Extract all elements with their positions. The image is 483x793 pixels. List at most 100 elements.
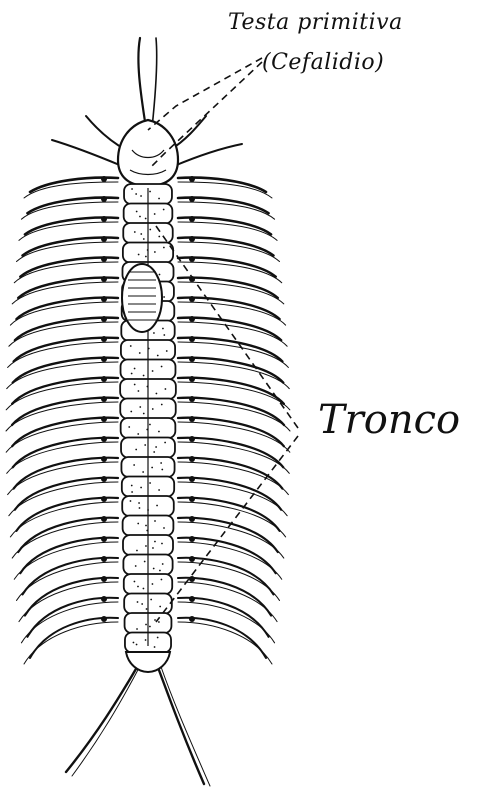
- texture-dot: [149, 482, 151, 484]
- texture-dot: [136, 550, 138, 552]
- texture-dot: [149, 229, 151, 231]
- texture-dot: [145, 545, 147, 547]
- head-label-line2: (Cefalidio): [262, 52, 384, 74]
- texture-dot: [150, 599, 152, 601]
- texture-dot: [154, 520, 156, 522]
- tail-end: [126, 652, 170, 672]
- leg-joint: [101, 496, 107, 502]
- texture-dot: [137, 586, 139, 588]
- leg-right: [178, 618, 266, 658]
- texture-dot: [134, 231, 136, 233]
- texture-dot: [133, 464, 135, 466]
- texture-dot: [145, 624, 147, 626]
- texture-dot: [138, 390, 140, 392]
- leg-joint: [189, 316, 195, 322]
- leg-joint: [189, 196, 195, 202]
- leg-joint: [101, 336, 107, 342]
- texture-dot: [163, 527, 165, 529]
- texture-dot: [154, 251, 156, 253]
- texture-dot: [139, 352, 141, 354]
- texture-dot: [141, 603, 143, 605]
- texture-dot: [142, 471, 144, 473]
- texture-dot: [159, 606, 161, 608]
- leg-joint: [101, 536, 107, 542]
- texture-dot: [157, 637, 159, 639]
- leg-joint: [189, 596, 195, 602]
- texture-dot: [143, 375, 145, 377]
- leg-joint: [101, 616, 107, 622]
- texture-dot: [140, 233, 142, 235]
- leg-joint: [189, 496, 195, 502]
- leg-right-strand: [178, 182, 272, 198]
- antenna-left: [138, 38, 146, 128]
- leg-joint: [189, 476, 195, 482]
- texture-dot: [160, 462, 162, 464]
- texture-dot: [134, 368, 136, 370]
- leg-joint: [189, 436, 195, 442]
- leg-joint: [189, 416, 195, 422]
- leg-joint: [189, 396, 195, 402]
- texture-dot: [145, 256, 147, 258]
- texture-dot: [135, 449, 137, 451]
- texture-dot: [161, 366, 163, 368]
- leg-joint: [189, 536, 195, 542]
- leg-joint: [101, 596, 107, 602]
- texture-dot: [130, 411, 132, 413]
- texture-dot: [139, 216, 141, 218]
- texture-dot: [145, 525, 147, 527]
- texture-dot: [161, 579, 163, 581]
- texture-dot: [140, 487, 142, 489]
- texture-dot: [155, 446, 157, 448]
- leg-joint: [101, 476, 107, 482]
- texture-dot: [135, 193, 137, 195]
- texture-dot: [152, 547, 154, 549]
- texture-dot: [159, 570, 161, 572]
- texture-dot: [166, 350, 168, 352]
- texture-dot: [153, 451, 155, 453]
- texture-dot: [140, 195, 142, 197]
- leg-joint: [189, 456, 195, 462]
- texture-dot: [159, 274, 161, 276]
- texture-dot: [158, 431, 160, 433]
- texture-dot: [158, 236, 160, 238]
- leg-joint: [101, 456, 107, 462]
- leg-joint: [101, 396, 107, 402]
- texture-dot: [133, 642, 135, 644]
- leg-left: [30, 618, 118, 658]
- leg-joint: [189, 336, 195, 342]
- leg-joint: [101, 176, 107, 182]
- texture-dot: [163, 209, 165, 211]
- leg-joint: [189, 296, 195, 302]
- texture-dot: [146, 608, 148, 610]
- texture-dot: [143, 588, 145, 590]
- texture-dot: [144, 561, 146, 563]
- texture-dot: [154, 541, 156, 543]
- texture-dot: [136, 644, 138, 646]
- texture-dot: [158, 621, 160, 623]
- texture-dot: [153, 568, 155, 570]
- leg-joint: [101, 416, 107, 422]
- leg-right-strand: [178, 622, 272, 664]
- head-appendage: [174, 144, 242, 166]
- texture-dot: [161, 469, 163, 471]
- tail-cercus-right-strand: [160, 664, 210, 786]
- texture-dot: [158, 198, 160, 200]
- leg-joint: [101, 196, 107, 202]
- texture-dot: [156, 505, 158, 507]
- leg-joint: [101, 296, 107, 302]
- leg-joint: [101, 216, 107, 222]
- leg-joint: [189, 516, 195, 522]
- leg-joint: [189, 356, 195, 362]
- leg-joint: [189, 256, 195, 262]
- texture-dot: [128, 426, 130, 428]
- texture-dot: [139, 507, 141, 509]
- texture-dot: [151, 467, 153, 469]
- texture-dot: [136, 211, 138, 213]
- texture-dot: [138, 254, 140, 256]
- leg-joint: [101, 276, 107, 282]
- texture-dot: [139, 406, 141, 408]
- texture-dot: [162, 328, 164, 330]
- texture-dot: [152, 408, 154, 410]
